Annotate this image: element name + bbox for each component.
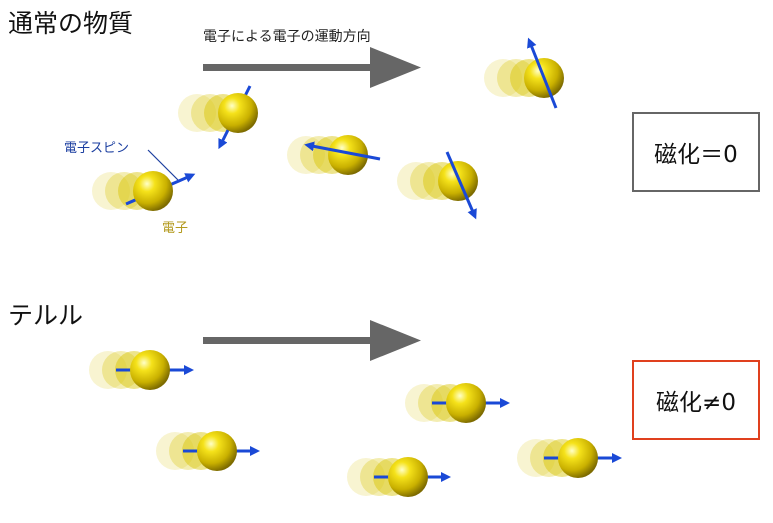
electron-bottom-2 [156,431,260,471]
electron-top-5 [484,37,564,109]
spin-callout-pointer [147,149,179,181]
electron-sphere [328,135,368,175]
electron-sphere [197,431,237,471]
motion-direction-label: 電子による電子の運動方向 [203,29,371,45]
top-magnetization-box: 磁化＝0 [632,112,760,192]
electron-sphere [218,93,258,133]
electron-sphere [133,171,173,211]
spin-callout-label: 電子スピン [64,141,130,156]
electron-top-1 [178,85,258,150]
electron-bottom-3 [405,383,510,423]
electron-sphere [558,438,598,478]
electron-top-2 [92,171,196,211]
electron-callout-label: 電子 [162,221,189,236]
top-section-title: 通常の物質 [8,9,134,38]
electron-sphere [130,350,170,390]
electron-sphere [446,383,486,423]
electron-bottom-1 [89,350,194,390]
electron-bottom-4 [347,457,451,497]
motion-arrow-top [203,47,421,88]
electron-sphere [388,457,428,497]
bottom-magnetization-box: 磁化≠0 [632,360,760,440]
motion-arrow-bottom [203,320,421,361]
bottom-section-title: テルル [8,301,84,330]
electron-top-4 [397,151,478,220]
electron-top-3 [287,135,381,175]
electron-bottom-5 [517,438,622,478]
